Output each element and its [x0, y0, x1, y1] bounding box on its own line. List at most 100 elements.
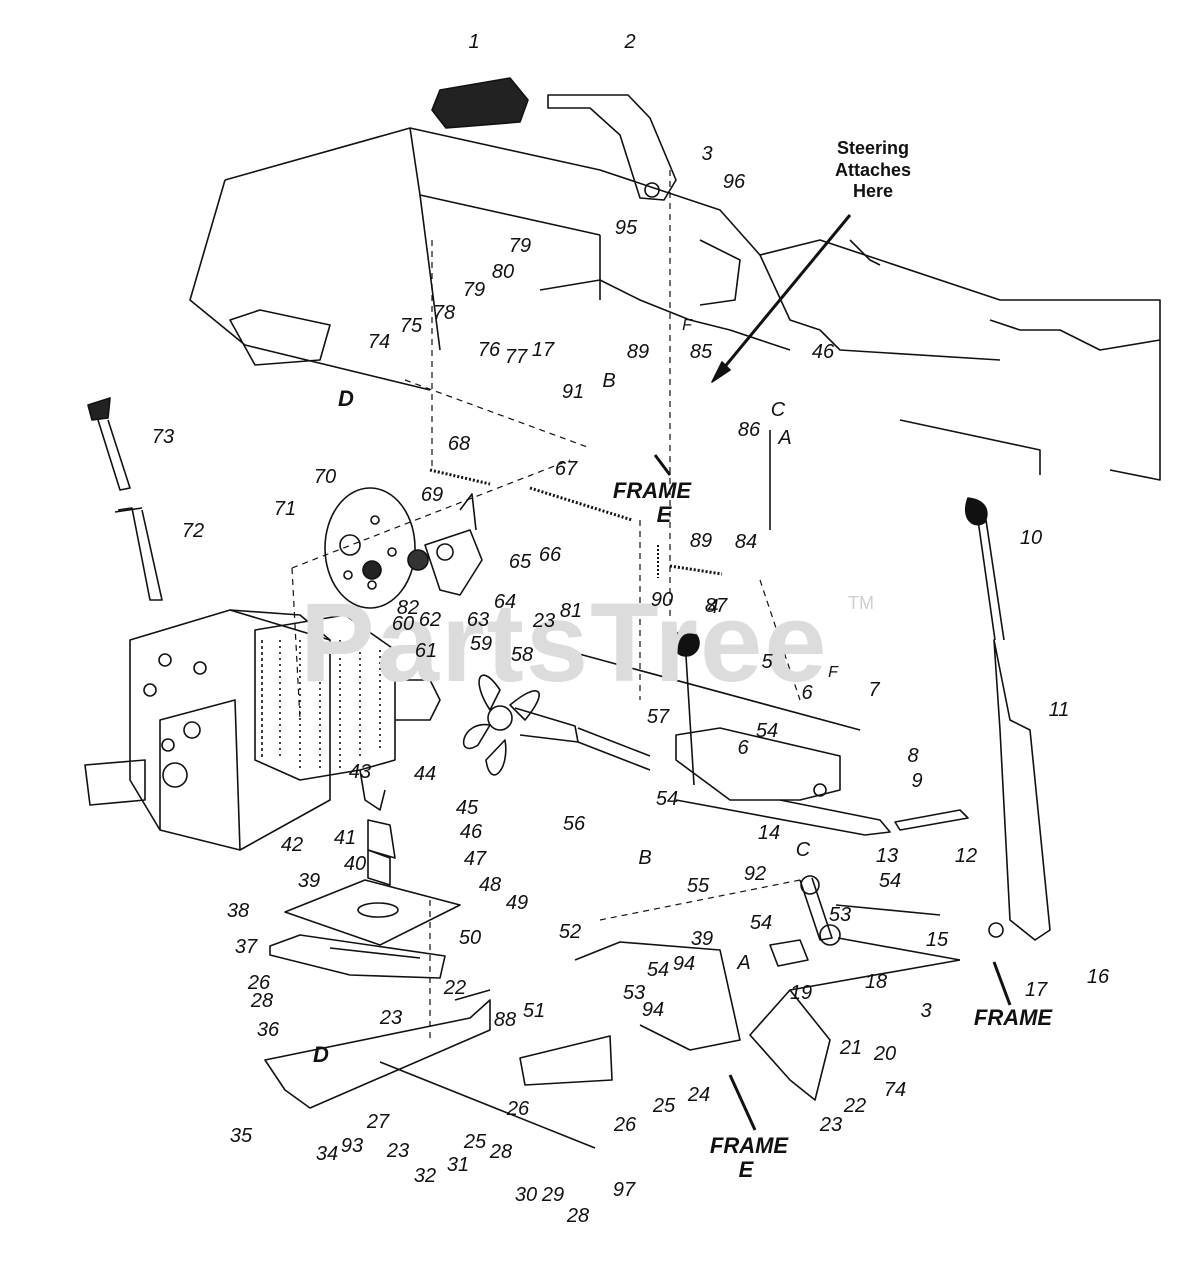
steering-note-line1: Steering — [836, 138, 910, 158]
callout-5: 5 — [761, 651, 773, 673]
callout-47: 47 — [463, 848, 487, 870]
callout-17: 17 — [531, 339, 555, 361]
steering-note: Steering Attaches Here — [808, 138, 938, 203]
callout-26: 26 — [506, 1098, 530, 1120]
callout-2: 2 — [624, 31, 636, 53]
axle-rod — [87, 397, 163, 601]
callout-10: 10 — [1019, 527, 1043, 549]
callout-54: 54 — [749, 912, 773, 934]
callout-89: 89 — [626, 341, 650, 363]
callout-91: 91 — [561, 381, 585, 403]
callout-41: 41 — [333, 827, 357, 849]
callout-9: 9 — [911, 770, 923, 792]
callout-28: 28 — [566, 1205, 590, 1227]
callout-59: 59 — [469, 633, 493, 655]
callout-57: 57 — [646, 706, 670, 728]
springs — [429, 468, 723, 578]
callout-39: 39 — [690, 928, 714, 950]
callout-81: 81 — [559, 600, 583, 622]
callout-44: 44 — [413, 763, 437, 785]
callout-74: 74 — [367, 331, 391, 353]
callout-6: 6 — [737, 737, 749, 759]
callout-86: 86 — [737, 419, 761, 441]
callout-54: 54 — [646, 959, 670, 981]
callout-46: 46 — [459, 821, 483, 843]
tractor-frame-outline — [189, 127, 1161, 530]
callout-25: 25 — [652, 1095, 676, 1117]
callout-19: 19 — [789, 982, 813, 1004]
callout-54: 54 — [755, 720, 779, 742]
callout-28: 28 — [489, 1141, 513, 1163]
pedal-assembly — [431, 77, 677, 201]
callout-72: 72 — [181, 520, 205, 542]
callout-25: 25 — [463, 1131, 487, 1153]
callout-13: 13 — [875, 845, 899, 867]
callout-27: 27 — [366, 1111, 390, 1133]
callout-56: 56 — [562, 813, 586, 835]
callout-94: 94 — [641, 999, 665, 1021]
callout-85: 85 — [689, 341, 713, 363]
fan-and-shaft — [462, 674, 651, 776]
callout-43: 43 — [348, 761, 372, 783]
callout-73: 73 — [151, 426, 175, 448]
callout-22: 22 — [443, 977, 467, 999]
callout-79: 79 — [508, 235, 532, 257]
callout-42: 42 — [280, 834, 304, 856]
callout-48: 48 — [478, 874, 502, 896]
callout-75: 75 — [399, 315, 423, 337]
transmission-block — [84, 609, 441, 851]
callout-32: 32 — [413, 1165, 437, 1187]
frame-label: FRAME — [973, 1005, 1053, 1030]
callout-17: 17 — [1024, 979, 1048, 1001]
callout-92: 92 — [743, 863, 767, 885]
callout-66: 66 — [538, 544, 562, 566]
callout-1: 1 — [468, 31, 480, 53]
letter-label: B — [638, 847, 652, 869]
callout-60: 60 — [391, 613, 415, 635]
callout-6: 6 — [801, 682, 813, 704]
frame-arrow-3 — [653, 454, 672, 476]
trademark-mark: TM — [848, 593, 874, 613]
lower-linkage — [379, 941, 961, 1149]
letter-label: F — [682, 317, 692, 334]
callout-65: 65 — [508, 551, 532, 573]
callout-8: 8 — [907, 745, 919, 767]
callout-29: 29 — [541, 1184, 565, 1206]
callout-45: 45 — [455, 797, 479, 819]
callout-97: 97 — [612, 1179, 636, 1201]
letter-label: A — [778, 427, 792, 449]
callout-21: 21 — [839, 1037, 863, 1059]
letter-label: A — [737, 952, 751, 974]
callout-62: 62 — [418, 609, 442, 631]
callout-61: 61 — [414, 640, 438, 662]
callout-14: 14 — [757, 822, 781, 844]
frame-letter: E — [656, 502, 672, 527]
pulley-70 — [324, 487, 416, 609]
callout-94: 94 — [672, 953, 696, 975]
callout-54: 54 — [655, 788, 679, 810]
callout-23: 23 — [386, 1140, 410, 1162]
callout-95: 95 — [614, 217, 638, 239]
callout-53: 53 — [622, 982, 646, 1004]
callout-52: 52 — [558, 921, 582, 943]
bolt-12 — [894, 809, 969, 831]
callout-80: 80 — [491, 261, 515, 283]
callout-71: 71 — [273, 498, 297, 520]
callout-23: 23 — [379, 1007, 403, 1029]
callout-49: 49 — [505, 892, 529, 914]
callout-93: 93 — [340, 1135, 364, 1157]
letter-label: F — [828, 664, 838, 681]
callout-77: 77 — [504, 346, 528, 368]
mounting-plates — [269, 819, 461, 979]
callout-18: 18 — [864, 971, 888, 993]
callout-70: 70 — [313, 466, 337, 488]
callout-3: 3 — [701, 143, 713, 165]
frame-label: FRAME — [709, 1133, 789, 1158]
letter-label: C — [770, 399, 786, 421]
shift-lever — [965, 497, 1051, 941]
letter-label: B — [602, 370, 616, 392]
bracket-34 — [264, 989, 491, 1109]
callout-3: 3 — [920, 1000, 932, 1022]
